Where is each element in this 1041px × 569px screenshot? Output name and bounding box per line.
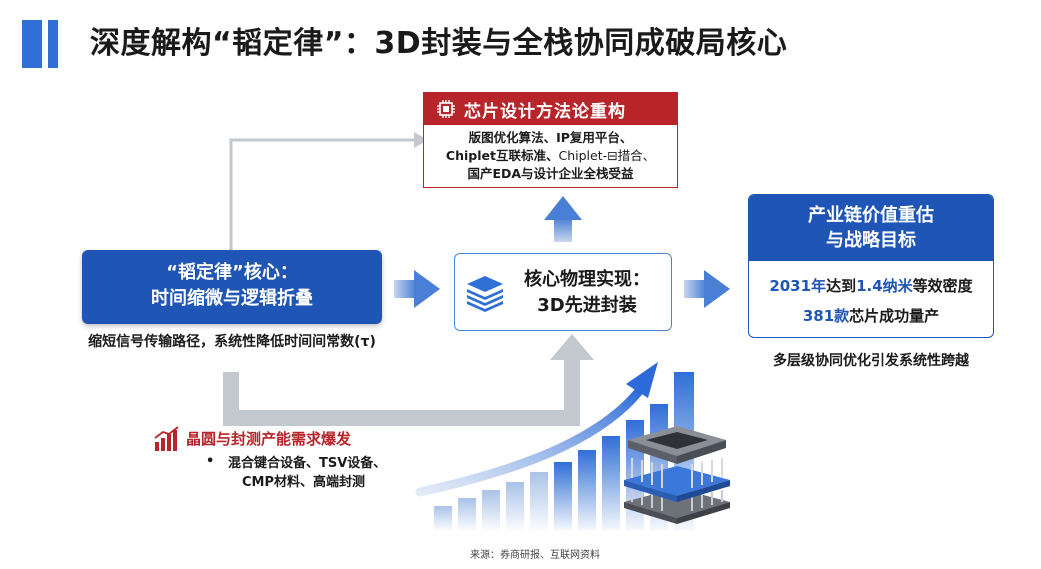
core-title-line-2: 时间缩微与逻辑折叠 <box>151 288 313 309</box>
page-title: 深度解构“韬定律”：3D封装与全栈协同成破局核心 <box>90 26 788 61</box>
demand-line-1: 混合键合设备、TSV设备、 <box>228 456 387 471</box>
method-line-3: 国产EDA与设计企业全栈受益 <box>467 166 634 181</box>
arrow-physical-to-value <box>684 270 730 308</box>
demand-line-2: CMP材料、高端封测 <box>242 475 366 490</box>
method-title: 芯片设计方法论重构 <box>464 101 626 122</box>
physical-line-2: 3D先进封装 <box>537 295 637 316</box>
core-title-line-1: “韬定律”核心： <box>166 262 298 283</box>
value-title-line-1: 产业链价值重估 <box>808 205 934 226</box>
physical-text: 核心物理实现： 3D先进封装 <box>507 267 667 319</box>
method-restructure-box: 芯片设计方法论重构 版图优化算法、IP复用平台、 Chiplet互联标准、Chi… <box>423 92 678 188</box>
core-description: 缩短信号传输路径，系统性降低时间间常数(τ) <box>88 334 376 350</box>
demand-title: 晶圆与封测产能需求爆发 <box>186 430 352 448</box>
method-description: 版图优化算法、IP复用平台、 Chiplet互联标准、Chiplet-⊟措合、 … <box>424 129 677 183</box>
arrow-physical-to-method <box>544 196 582 242</box>
core-law-box: “韬定律”核心： 时间缩微与逻辑折叠 <box>82 250 382 324</box>
physical-implementation-box: 核心物理实现： 3D先进封装 <box>454 253 672 331</box>
demand-bullet: • <box>206 454 215 469</box>
physical-line-1: 核心物理实现： <box>524 269 650 290</box>
value-target-density: 2031年达到1.4纳米等效密度 <box>769 277 973 295</box>
chip-icon <box>437 100 455 118</box>
value-title-line-2: 与战略目标 <box>826 230 916 251</box>
connector-core-to-method <box>229 132 428 250</box>
stack-layers-icon <box>467 276 503 312</box>
bar-chart-icon <box>154 426 179 451</box>
connector-demand-to-physical <box>223 334 594 426</box>
arrow-core-to-physical <box>394 270 440 308</box>
method-line-2: Chiplet互联标准、Chiplet-⊟措合、 <box>445 148 656 163</box>
value-header: 产业链价值重估 与战略目标 <box>749 195 993 261</box>
value-caption: 多层级协同优化引发系统性跨越 <box>773 353 969 369</box>
method-line-1: 版图优化算法、IP复用平台、 <box>468 130 633 145</box>
value-strategy-box: 产业链价值重估 与战略目标 2031年达到1.4纳米等效密度 381款芯片成功量… <box>748 194 994 338</box>
growth-curve-arrow <box>415 362 658 497</box>
method-header: 芯片设计方法论重构 <box>424 93 677 125</box>
value-target-chips: 381款芯片成功量产 <box>802 307 940 325</box>
title-accent-bars <box>22 20 58 68</box>
3d-chip-stack-illustration <box>624 426 730 524</box>
source-note: 来源：券商研报、互联网资料 <box>470 550 600 561</box>
